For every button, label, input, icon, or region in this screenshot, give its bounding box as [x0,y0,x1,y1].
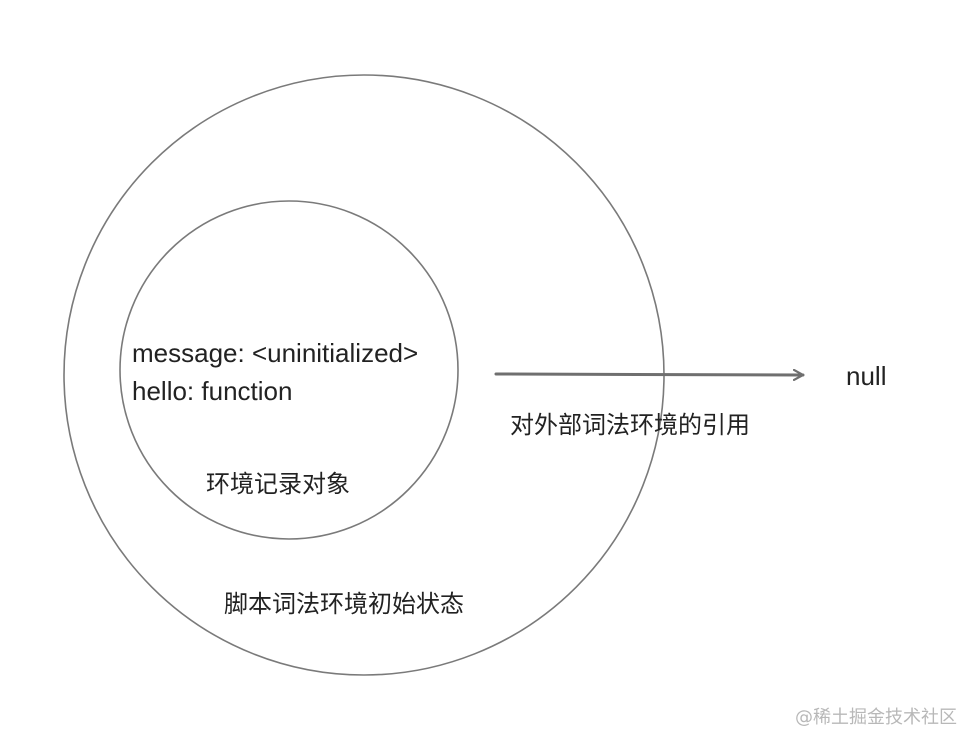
null-target-label: null [846,361,887,391]
outer-reference-caption: 对外部词法环境的引用 [510,411,750,439]
outer-reference-arrow [494,374,805,375]
env-record-field-hello: hello: function [132,376,293,406]
watermark-text: @稀土掘金技术社区 [795,707,957,728]
env-record-caption: 环境记录对象 [206,470,350,498]
env-record-field-message: message: <uninitialized> [132,338,419,368]
environment-record-circle [119,200,459,540]
script-environment-caption: 脚本词法环境初始状态 [224,590,464,618]
